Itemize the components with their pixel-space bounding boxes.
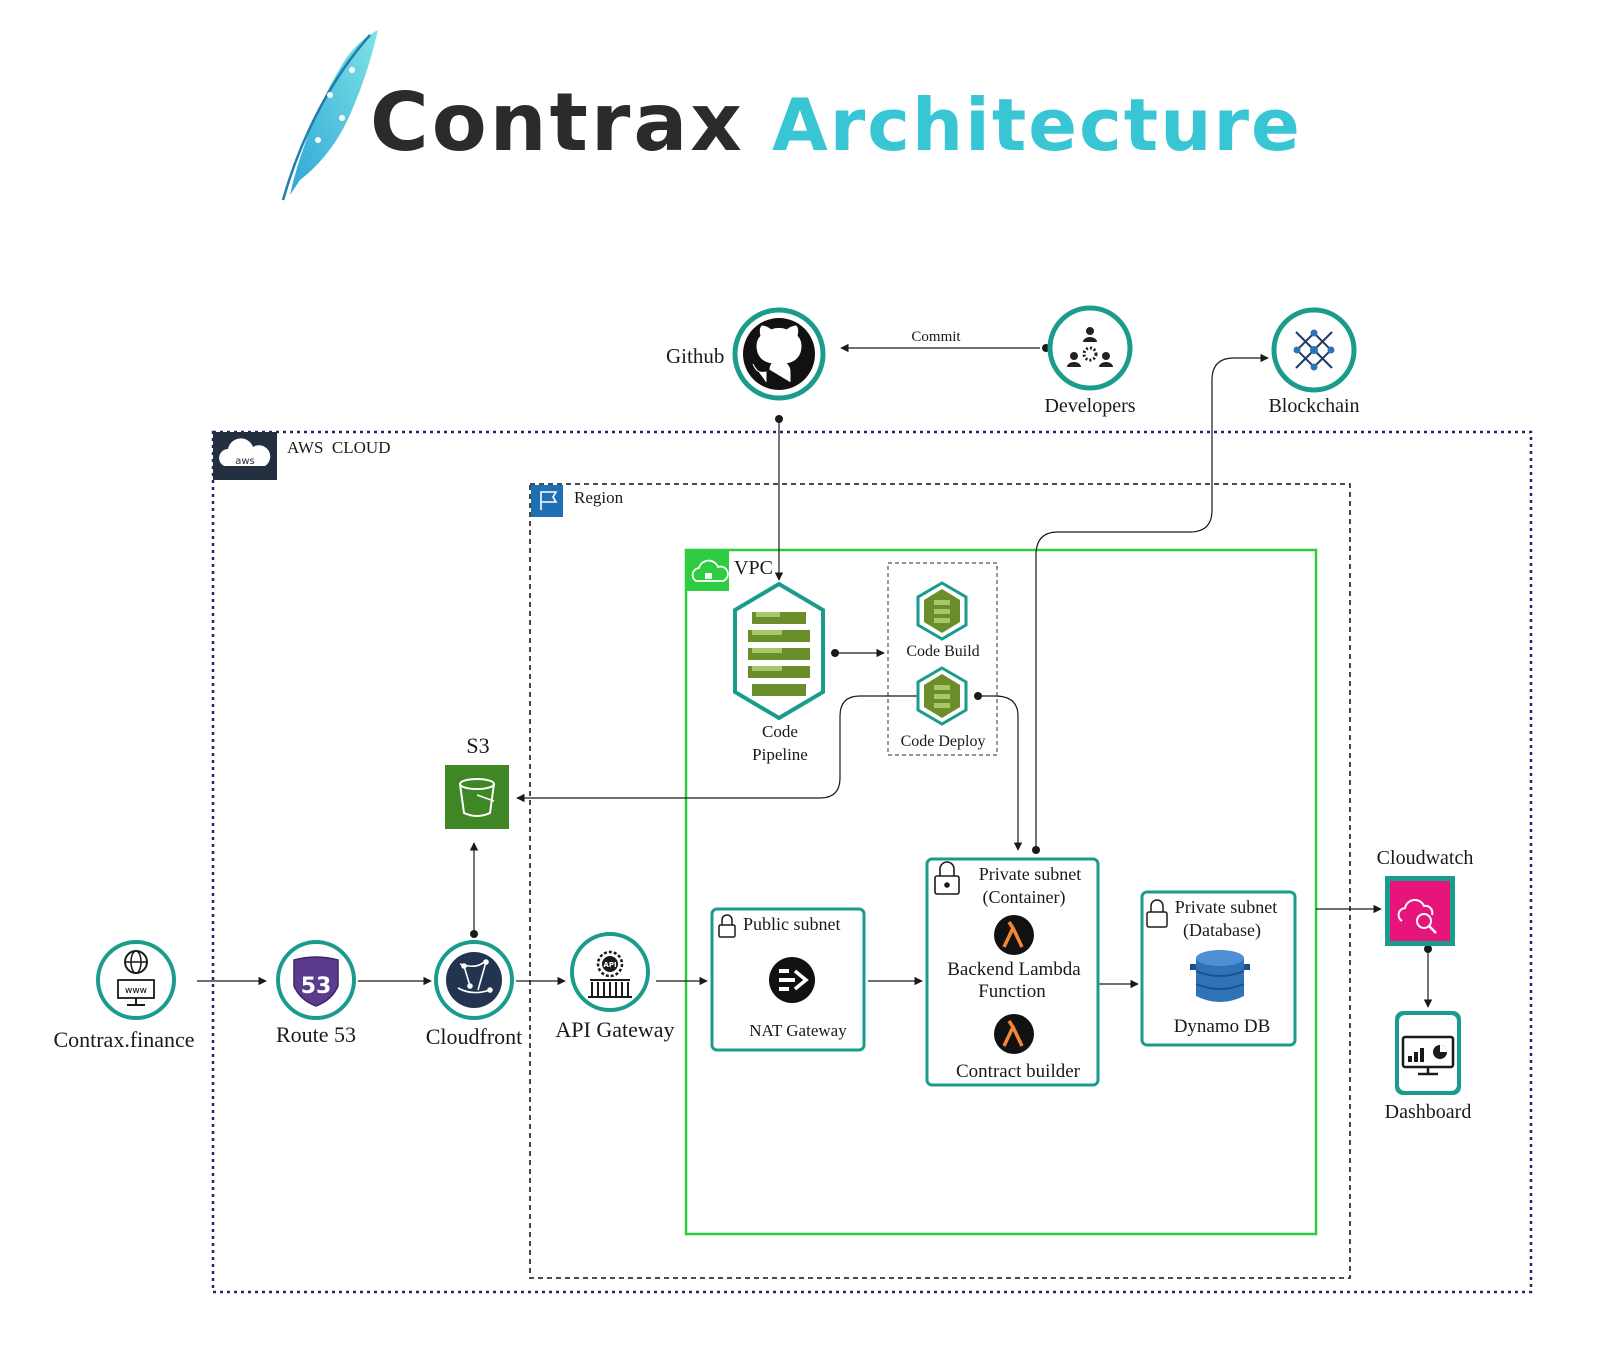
github-icon [732, 307, 826, 401]
contract-builder-label: Contract builder [956, 1061, 1081, 1082]
vpc-cloud-icon [687, 551, 729, 591]
code-deploy-icon [916, 666, 968, 726]
dynamo-db-label: Dynamo DB [1174, 1016, 1271, 1037]
svg-text:www: www [125, 986, 147, 996]
code-pipeline-icon [733, 581, 825, 721]
backend-lambda-label-line1: Backend Lambda [947, 959, 1081, 980]
private-db-label-line2: (Database) [1183, 920, 1261, 941]
route53-label: Route 53 [276, 1022, 356, 1047]
deploy-to-container-arrow [975, 695, 1023, 851]
private-container-label-line2: (Container) [983, 887, 1066, 908]
private-db-label-line1: Private subnet [1175, 897, 1277, 917]
commit-label: Commit [911, 329, 961, 345]
cloudfront-label: Cloudfront [426, 1024, 523, 1049]
connectors [197, 343, 1433, 1008]
api-gateway-icon: API [570, 932, 650, 1012]
api-gateway-label: API Gateway [555, 1017, 674, 1042]
code-build-deploy-group [887, 562, 998, 756]
container-to-blockchain-arrow [1035, 353, 1269, 850]
deploy-to-s3-arrow [516, 695, 918, 803]
s3-label: S3 [466, 733, 489, 758]
private-subnet-container-box [925, 857, 1100, 1087]
code-build-icon [916, 581, 968, 641]
region-boundary [529, 483, 1351, 1279]
blockchain-icon [1271, 307, 1357, 393]
code-pipeline-label-line1: Code [762, 722, 798, 741]
lambda-icon [994, 1014, 1034, 1054]
private-container-label-line1: Private subnet [979, 864, 1081, 884]
website-icon: www [96, 940, 176, 1020]
nat-gateway-icon [769, 957, 815, 1003]
lock-icon [718, 914, 736, 938]
dashboard-icon [1395, 1011, 1461, 1095]
brand-name: Contrax [370, 76, 745, 169]
public-subnet-label: Public subnet [743, 914, 841, 934]
cloudwatch-icon [1385, 876, 1455, 946]
cloudwatch-label: Cloudwatch [1377, 847, 1474, 869]
code-pipeline-label-line2: Pipeline [752, 745, 808, 764]
svg-text:API: API [603, 961, 616, 969]
contrax-finance-label: Contrax.finance [53, 1027, 194, 1052]
blockchain-label: Blockchain [1268, 395, 1359, 417]
developers-icon [1047, 305, 1133, 391]
lambda-icon [994, 915, 1034, 955]
cloudfront-icon [434, 940, 514, 1020]
code-deploy-label: Code Deploy [901, 733, 986, 750]
nat-gateway-label: NAT Gateway [749, 1021, 847, 1040]
dynamodb-icon [1190, 950, 1250, 1002]
developers-label: Developers [1044, 395, 1135, 417]
aws-cloud-icon: aws [213, 432, 277, 480]
route53-icon: 53 [276, 940, 356, 1020]
region-flag-icon [531, 485, 563, 517]
svg-text:53: 53 [301, 974, 332, 999]
dashboard-label: Dashboard [1385, 1101, 1472, 1123]
aws-cloud-boundary [211, 430, 1533, 1294]
lock-icon [1146, 899, 1168, 928]
code-build-label: Code Build [906, 643, 979, 660]
feather-logo-icon [281, 30, 378, 201]
title-suffix: Architecture [772, 83, 1302, 167]
region-label: Region [574, 488, 624, 507]
lock-icon [934, 861, 960, 895]
aws-cloud-label: AWS CLOUD [287, 438, 390, 457]
backend-lambda-label-line2: Function [978, 981, 1046, 1002]
github-label: Github [666, 344, 724, 368]
vpc-boundary [684, 548, 1318, 1236]
s3-bucket-icon [445, 765, 509, 829]
svg-text:aws: aws [235, 456, 255, 467]
vpc-label: VPC [734, 557, 773, 579]
